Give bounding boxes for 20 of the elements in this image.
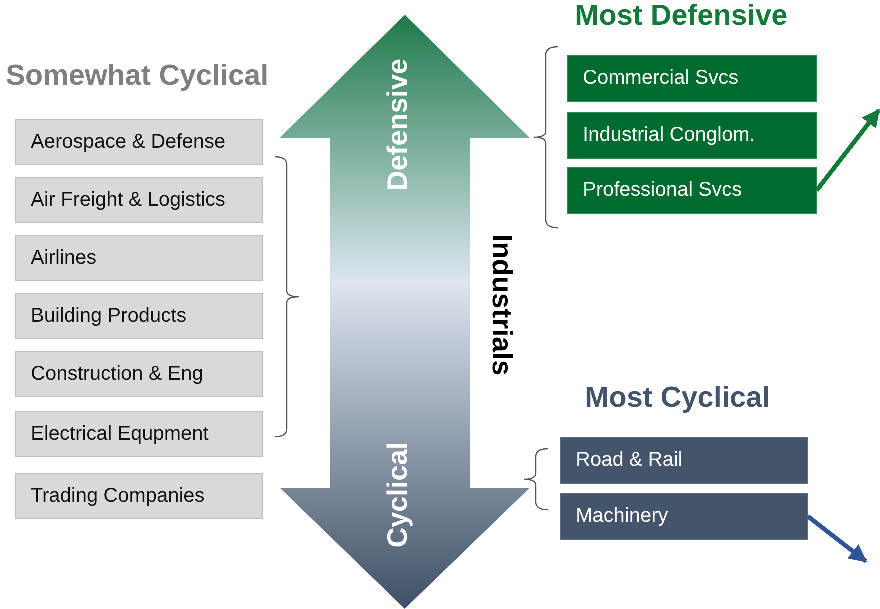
- arrow: [815, 109, 880, 192]
- category-box: Building Products: [15, 293, 263, 339]
- category-box: Electrical Equpment: [15, 411, 263, 457]
- arrow: [806, 514, 868, 564]
- section-heading: Most Cyclical: [585, 382, 770, 415]
- category-box: Road & Rail: [560, 437, 808, 484]
- category-box: Professional Svcs: [567, 167, 817, 214]
- arrow-label: Cyclical: [382, 442, 414, 548]
- category-box: Aerospace & Defense: [15, 119, 263, 165]
- category-box: Air Freight & Logistics: [15, 177, 263, 223]
- axis-label: Industrials: [486, 234, 518, 376]
- category-box: Construction & Eng: [15, 351, 263, 397]
- section-heading: Most Defensive: [575, 0, 788, 33]
- category-box: Airlines: [15, 235, 263, 281]
- section-heading: Somewhat Cyclical: [6, 60, 269, 93]
- category-box: Trading Companies: [15, 473, 263, 519]
- arrow-label: Defensive: [382, 58, 414, 192]
- category-box: Machinery: [560, 493, 808, 540]
- category-box: Industrial Conglom.: [567, 112, 817, 159]
- category-box: Commercial Svcs: [567, 55, 817, 102]
